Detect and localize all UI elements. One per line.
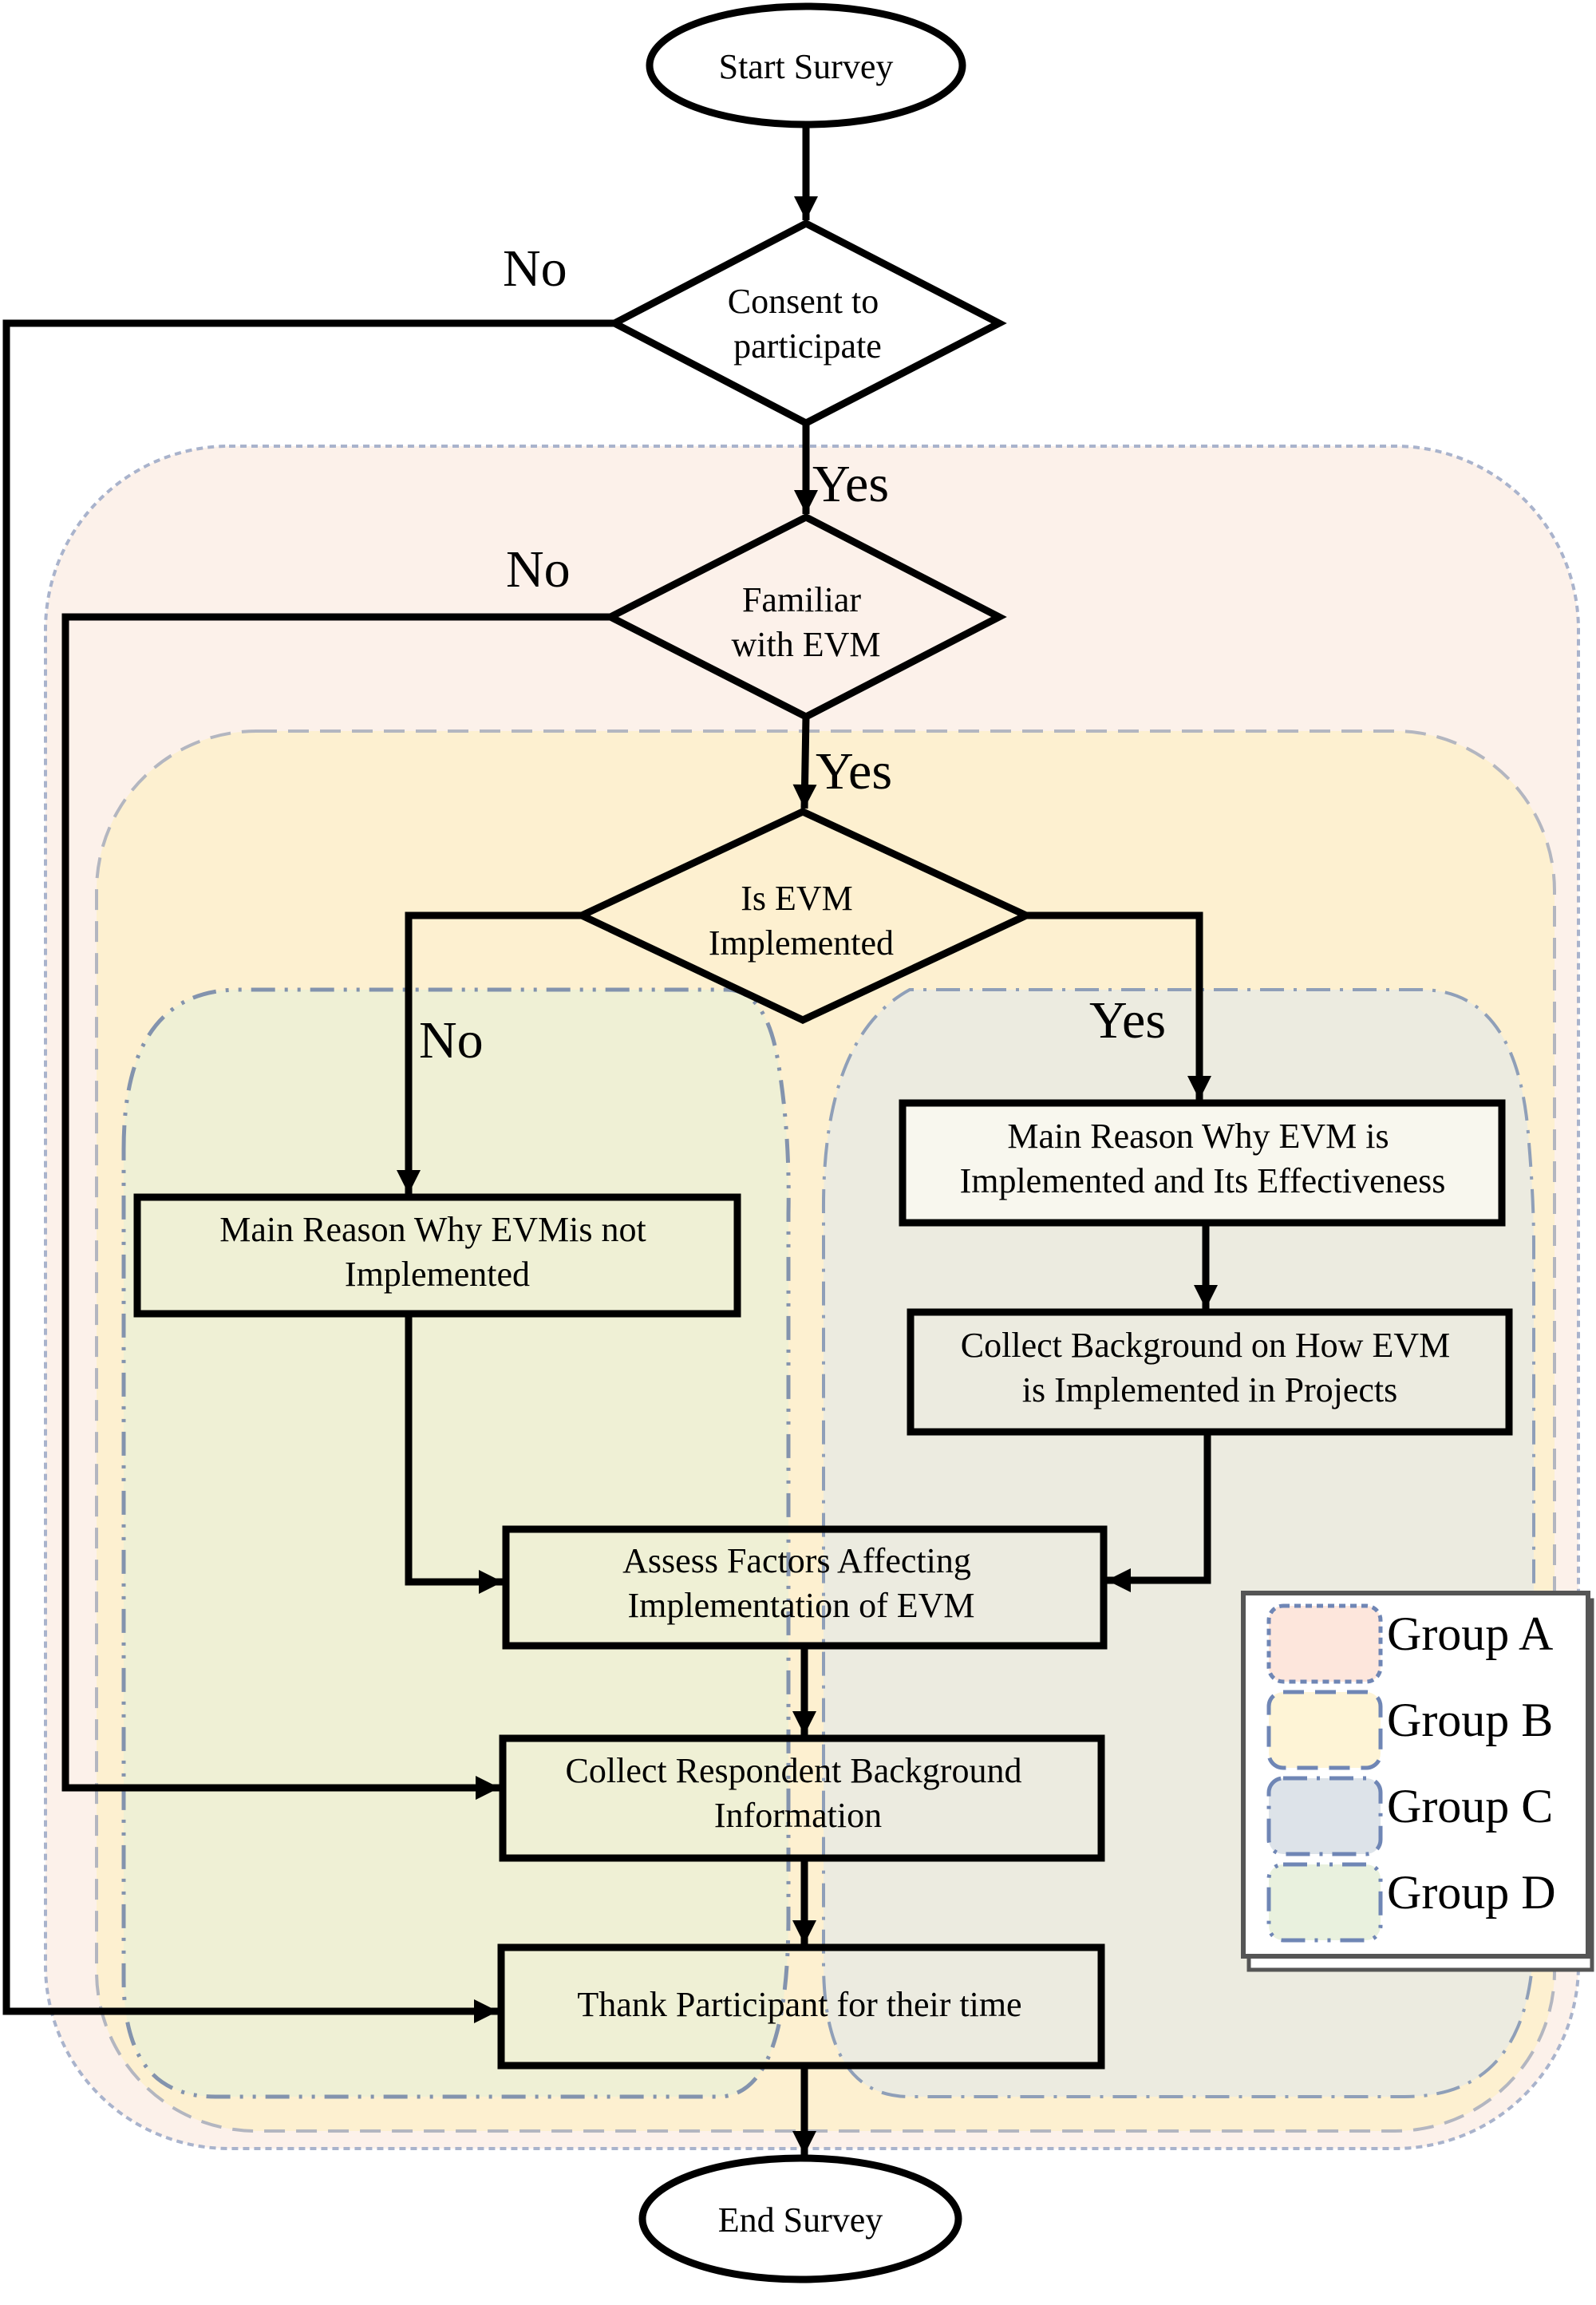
background-how-label: Collect Background on How EVM is Impleme… [961, 1326, 1459, 1409]
edge-start-consent-arrowhead [794, 196, 818, 220]
legend-swatch-group-d [1266, 1862, 1383, 1943]
consent-decision-node [606, 219, 1007, 428]
familiar-yes-label: Yes [816, 742, 892, 801]
legend-swatch-group-a [1266, 1603, 1383, 1684]
edge-implemented-yes-arrowhead [1187, 1076, 1211, 1100]
edge-familiar-no-arrowhead [476, 1776, 500, 1800]
edge-implemented-no-arrowhead [397, 1170, 421, 1194]
legend-label-group-b: Group B [1387, 1694, 1553, 1746]
assess-factors-box [502, 1525, 1108, 1650]
respondent-background-label: Collect Respondent Background Informatio… [566, 1751, 1031, 1835]
legend: Group A Group B Group C Group D [1241, 1591, 1594, 1972]
edge-consent-yes-arrowhead [794, 490, 818, 514]
reason-not-implemented-label: Main Reason Why EVMis not Implemented [219, 1210, 655, 1294]
legend-label-group-d: Group D [1387, 1866, 1556, 1919]
edge-respondent-thank-arrowhead [792, 1920, 816, 1944]
group-d-region [121, 987, 791, 2099]
legend-swatch-group-b [1266, 1690, 1383, 1770]
edge-reason-not-assess [405, 1314, 503, 1586]
edge-familiar-yes-arrowhead [792, 784, 817, 809]
edges-layer [2, 125, 1218, 2155]
edge-consent-no-arrowhead [474, 1999, 498, 2023]
edge-background-assess-arrowhead [1107, 1568, 1131, 1592]
implemented-yes-label: Yes [1089, 991, 1166, 1050]
familiar-decision-label: Familiar with EVM [732, 580, 881, 664]
familiar-decision-node [602, 512, 1007, 722]
legend-label-group-a: Group A [1387, 1607, 1553, 1660]
edge-implemented-yes [1026, 911, 1203, 1100]
implemented-decision-node [573, 808, 1035, 1024]
start-survey-label: Start Survey [719, 47, 894, 86]
edge-consent-no [2, 319, 614, 2015]
edge-implemented-no [405, 911, 582, 1194]
edge-familiar-no [61, 613, 610, 1792]
edge-background-assess [1107, 1432, 1211, 1584]
legend-swatch-group-c [1266, 1776, 1383, 1856]
thank-participant-box [497, 1943, 1105, 2070]
reason-implemented-box [899, 1099, 1506, 1227]
reason-not-implemented-box [133, 1193, 741, 1318]
thank-participant-label: Thank Participant for their time [577, 1985, 1021, 2024]
implemented-no-label: No [419, 1011, 484, 1069]
implemented-decision-label: Is EVM Implemented [709, 879, 894, 963]
end-survey-node [638, 2154, 962, 2283]
consent-decision-label: Consent to participate [728, 282, 887, 366]
end-survey-label: End Survey [718, 2200, 883, 2240]
edge-thank-end-arrowhead [792, 2131, 816, 2155]
edge-reason-not-assess-arrowhead [479, 1570, 503, 1594]
background-how-box [907, 1308, 1513, 1436]
respondent-background-box [499, 1734, 1105, 1862]
reason-implemented-label: Main Reason Why EVM is Implemented and I… [960, 1117, 1446, 1200]
assess-factors-label: Assess Factors Affecting Implementation … [622, 1541, 980, 1625]
consent-no-label: No [503, 239, 567, 298]
edge-assess-respondent-arrowhead [792, 1711, 816, 1735]
legend-label-group-c: Group C [1387, 1780, 1553, 1833]
familiar-no-label: No [506, 540, 571, 599]
edge-reason-background-arrowhead [1194, 1285, 1218, 1309]
consent-yes-label: Yes [812, 455, 889, 513]
start-survey-node [646, 2, 966, 128]
